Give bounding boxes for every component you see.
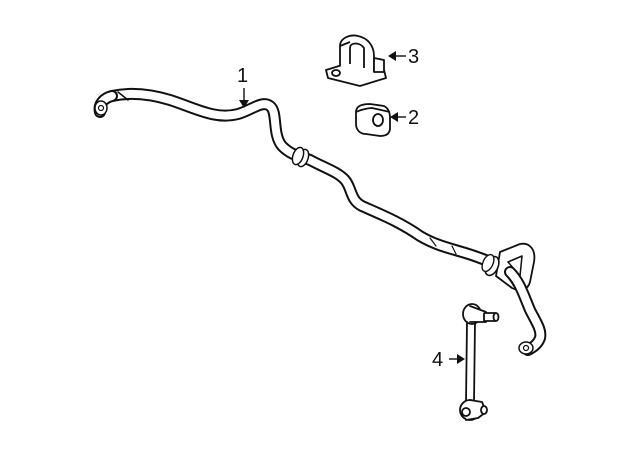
arrow-head-icon xyxy=(457,354,465,364)
stabilizer-bar xyxy=(93,87,547,356)
callout-label-3: 3 xyxy=(408,46,419,68)
callout-3: 3 xyxy=(388,46,419,68)
callout-1: 1 xyxy=(237,65,249,108)
arrow-head-icon xyxy=(388,51,396,61)
bushing-bracket xyxy=(325,34,387,87)
arrow-head-icon xyxy=(390,112,398,122)
callout-4: 4 xyxy=(432,349,465,371)
callout-label-4: 4 xyxy=(432,349,443,371)
arrow-head-icon xyxy=(239,100,249,108)
callout-label-1: 1 xyxy=(237,65,248,87)
callout-2: 2 xyxy=(390,107,419,129)
callout-label-2: 2 xyxy=(408,107,419,129)
bushing xyxy=(355,103,391,137)
stabilizer-link xyxy=(459,303,500,421)
